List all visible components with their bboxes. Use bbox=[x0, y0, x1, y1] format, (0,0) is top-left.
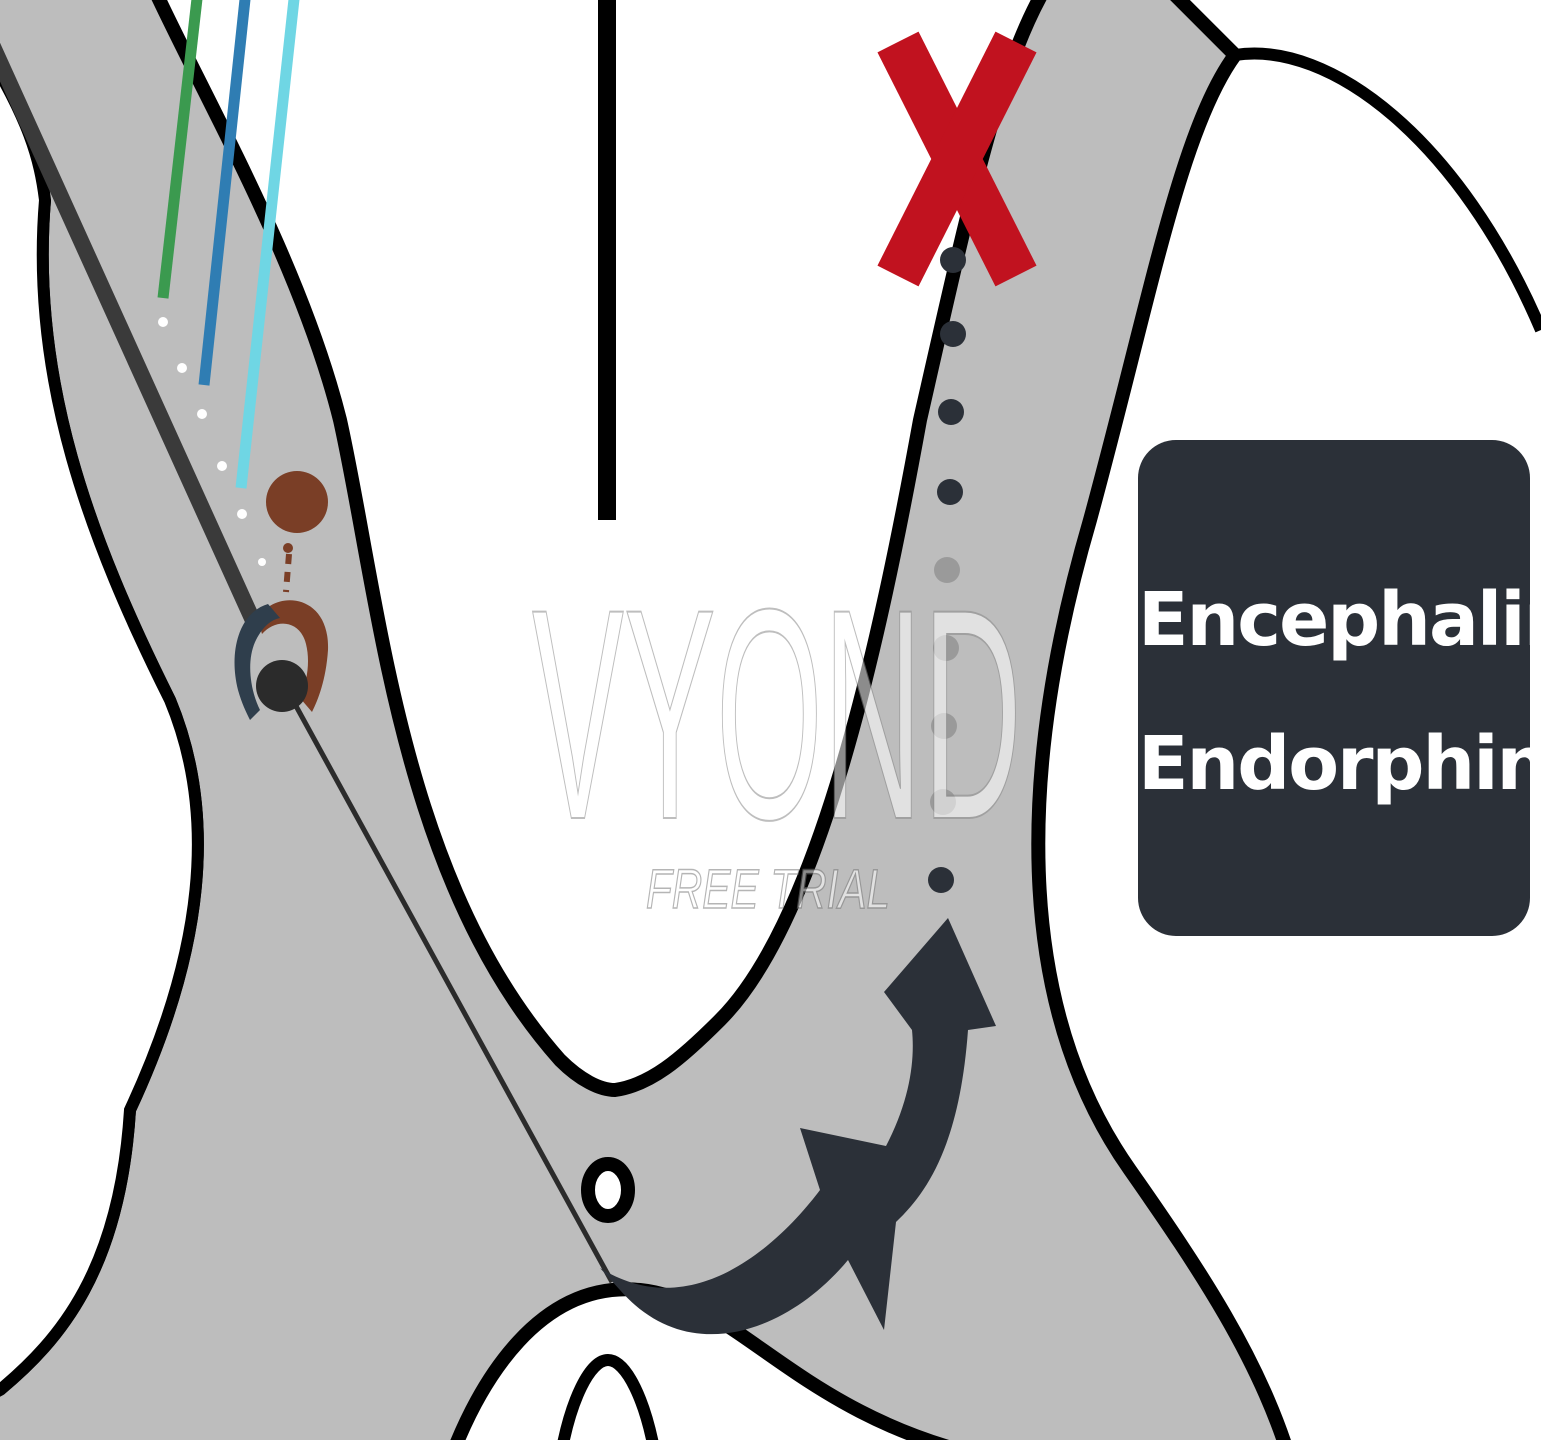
label-endorphins: Endorphins bbox=[1138, 692, 1530, 836]
projection-neuron bbox=[256, 660, 308, 712]
interneuron-body bbox=[266, 471, 328, 533]
watermark-subtitle: FREE TRIAL bbox=[646, 857, 890, 920]
interneuron-tip bbox=[283, 543, 293, 553]
watermark-brand: VYOND bbox=[532, 546, 1022, 882]
watermark: VYOND FREE TRIAL bbox=[532, 546, 1022, 920]
label-encephalin: Encephalin bbox=[1138, 548, 1530, 692]
neurotransmitter-label-box: Encephalin Endorphins bbox=[1138, 440, 1530, 936]
central-canal bbox=[588, 1164, 628, 1216]
